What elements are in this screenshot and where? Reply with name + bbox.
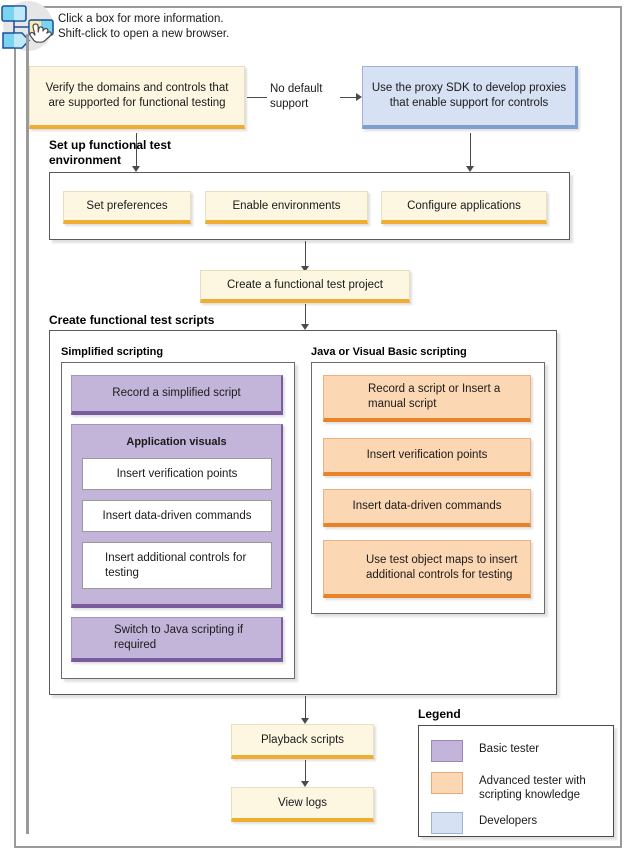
arrow-down-to-create-project [301, 266, 309, 272]
node-playback-scripts[interactable]: Playback scripts [231, 724, 374, 759]
legend-row-developers: Developers [431, 812, 601, 834]
legend-box: Basic tester Advanced tester with script… [418, 725, 614, 837]
node-create-functional-test-project[interactable]: Create a functional test project [200, 270, 410, 303]
legend-label-basic-tester: Basic tester [479, 743, 540, 755]
edge-playback-to-view-logs [305, 760, 306, 785]
arrow-down-to-playback [301, 718, 309, 724]
node-insert-verification-points-java[interactable]: Insert verification points [323, 438, 531, 476]
node-proxy-sdk[interactable]: Use the proxy SDK to develop proxies tha… [362, 66, 578, 129]
node-record-or-insert-manual-script[interactable]: Record a script or Insert a manual scrip… [323, 375, 531, 422]
left-rail-divider [26, 34, 29, 834]
arrow-down-to-view-logs [301, 781, 309, 787]
arrow-down-to-create-scripts [301, 324, 309, 330]
legend-label-developers: Developers [479, 815, 538, 827]
arrow-down-proxy-to-setup-env [466, 166, 474, 172]
edge-verify-down [136, 133, 137, 169]
edge-setup-to-create-project [305, 241, 306, 270]
node-configure-applications[interactable]: Configure applications [381, 191, 547, 224]
node-insert-additional-controls-simplified[interactable]: Insert additional controls for testing [82, 542, 272, 589]
legend-row-basic-tester: Basic tester [431, 740, 601, 762]
legend-swatch-developers [431, 812, 463, 834]
title-application-visuals: Application visuals [126, 436, 227, 448]
flowchart-pointer-icon [0, 0, 56, 52]
legend-swatch-advanced-tester [431, 772, 463, 794]
node-view-logs[interactable]: View logs [231, 787, 374, 822]
edge-label-to-proxy [340, 97, 356, 98]
legend-label-advanced-tester: Advanced tester with scripting knowledge [479, 775, 586, 801]
hint-line-1: Click a box for more information. [58, 13, 224, 25]
node-enable-environments[interactable]: Enable environments [205, 191, 368, 224]
arrow-down-to-setup-env [132, 166, 140, 172]
edge-scripts-to-playback [305, 696, 306, 722]
heading-setup-env: Set up functional test environment [49, 138, 172, 167]
node-set-preferences[interactable]: Set preferences [63, 191, 191, 224]
arrow-right-to-proxy [356, 93, 362, 101]
edge-proxy-down [470, 133, 471, 169]
heading-simplified-scripting: Simplified scripting [61, 346, 164, 358]
legend-title: Legend [418, 707, 461, 721]
edge-verify-to-label [247, 97, 267, 98]
hint-line-2: Shift-click to open a new browser. [58, 28, 230, 40]
edge-create-project-down [305, 304, 306, 328]
node-verify-domains[interactable]: Verify the domains and controls that are… [29, 66, 245, 129]
edge-label-no-default-support: No default support [270, 83, 323, 110]
heading-create-scripts: Create functional test scripts [49, 313, 215, 327]
heading-java-vb-scripting: Java or Visual Basic scripting [311, 346, 467, 358]
legend-row-advanced-tester: Advanced tester with scripting knowledge [431, 772, 601, 802]
node-record-simplified-script[interactable]: Record a simplified script [71, 375, 283, 415]
node-insert-data-driven-commands-simplified[interactable]: Insert data-driven commands [82, 500, 272, 532]
hint-text: Click a box for more information. Shift-… [58, 12, 308, 42]
node-switch-to-java-scripting[interactable]: Switch to Java scripting if required [71, 617, 283, 662]
node-insert-verification-points-simplified[interactable]: Insert verification points [82, 458, 272, 490]
node-use-test-object-maps[interactable]: Use test object maps to insert additiona… [323, 540, 531, 598]
legend-swatch-basic-tester [431, 740, 463, 762]
node-insert-data-driven-commands-java[interactable]: Insert data-driven commands [323, 489, 531, 527]
